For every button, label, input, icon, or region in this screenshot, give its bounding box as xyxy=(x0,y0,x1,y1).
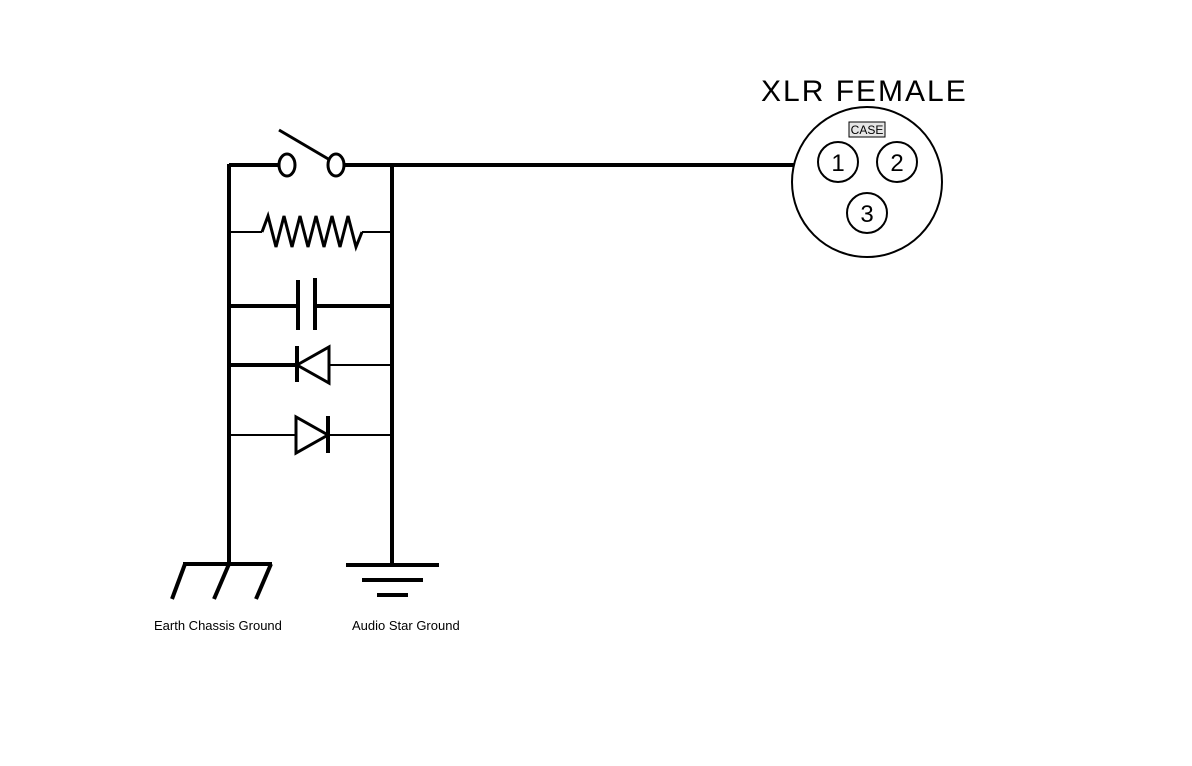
pin-2-circle xyxy=(876,141,918,183)
diode-icon xyxy=(229,344,392,386)
diode-icon xyxy=(229,414,392,456)
pin-1-circle xyxy=(817,141,859,183)
pin-1-label: 1 xyxy=(831,150,844,177)
audio-star-ground-icon xyxy=(346,563,439,597)
capacitor-icon xyxy=(229,278,392,330)
resistor-icon xyxy=(229,211,392,252)
earth-chassis-ground-icon xyxy=(170,562,273,600)
xlr-connector: XLR FEMALE CASE 1 2 3 xyxy=(761,75,968,258)
earth-ground-label: Earth Chassis Ground xyxy=(154,618,282,633)
switch-icon xyxy=(229,128,392,178)
case-label: CASE xyxy=(851,123,884,137)
pin-3-circle xyxy=(846,192,888,234)
pin-3-label: 3 xyxy=(860,201,873,228)
audio-ground-label: Audio Star Ground xyxy=(352,618,460,633)
connector-title: XLR FEMALE xyxy=(761,75,968,108)
case-box xyxy=(848,121,886,138)
pin-2-label: 2 xyxy=(890,150,903,177)
